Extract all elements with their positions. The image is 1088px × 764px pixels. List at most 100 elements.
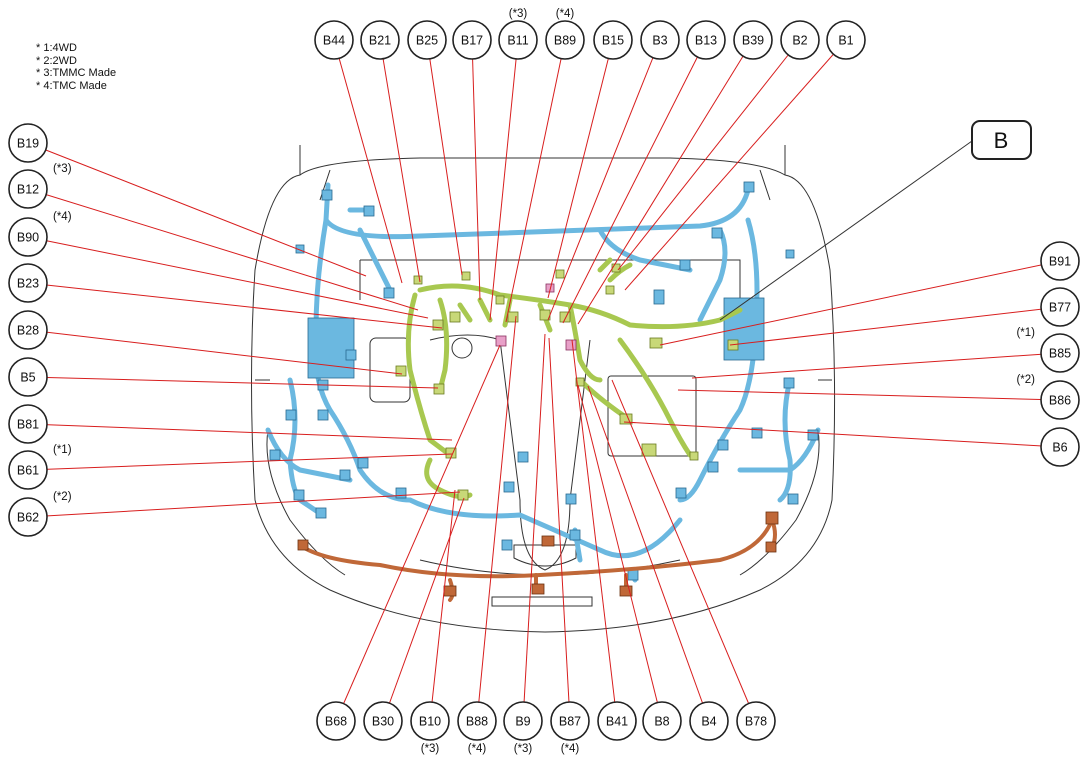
connector-b68[interactable]: B68 (316, 701, 356, 741)
connector-bubble[interactable] (642, 701, 682, 741)
connector-bubble[interactable] (545, 20, 585, 60)
connector-b19[interactable]: B19 (8, 123, 48, 163)
connector-bubble[interactable] (8, 123, 48, 163)
leader-line-b25 (426, 39, 463, 276)
connector-bubble[interactable] (640, 20, 680, 60)
connector-b87[interactable]: B87(*4) (550, 701, 590, 755)
connector-label: B87 (559, 715, 581, 729)
connector-b10[interactable]: B10(*3) (410, 701, 450, 755)
connector-bubble[interactable] (410, 701, 450, 741)
connector-b13[interactable]: B13 (686, 20, 726, 60)
connector-bubble[interactable] (8, 217, 48, 257)
connector-label: B23 (17, 277, 39, 291)
connector-b3[interactable]: B3 (640, 20, 680, 60)
connector-b81[interactable]: B81 (8, 404, 48, 444)
connector-b78[interactable]: B78 (736, 701, 776, 741)
connector-bubble[interactable] (1040, 427, 1080, 467)
connector-bubble[interactable] (8, 404, 48, 444)
connector-label: B62 (17, 511, 39, 525)
connector-label: B5 (20, 371, 35, 385)
connector-bubble[interactable] (8, 497, 48, 537)
connector-bubble[interactable] (1040, 333, 1080, 373)
leader-line-b21 (379, 39, 421, 283)
connector-b21[interactable]: B21 (360, 20, 400, 60)
connector-bubble[interactable] (593, 20, 633, 60)
connector-b61[interactable]: B61(*1) (8, 444, 72, 490)
connector-label: B3 (652, 34, 667, 48)
leader-line-b6 (623, 421, 1061, 448)
connector-b17[interactable]: B17 (452, 20, 492, 60)
view-label: B (994, 128, 1009, 153)
view-callout: B (719, 120, 1032, 321)
connector-bubble[interactable] (407, 20, 447, 60)
connector-bubble[interactable] (314, 20, 354, 60)
connector-bubble[interactable] (316, 701, 356, 741)
connector-bubble[interactable] (826, 20, 866, 60)
connector-bubble[interactable] (363, 701, 403, 741)
connector-b9[interactable]: B9(*3) (503, 701, 543, 755)
connector-b8[interactable]: B8 (642, 701, 682, 741)
connector-b2[interactable]: B2 (780, 20, 820, 60)
connector-b4[interactable]: B4 (689, 701, 729, 741)
vehicle-outline (251, 145, 836, 633)
connector-label: B2 (792, 34, 807, 48)
connector-label: B19 (17, 137, 39, 151)
connector-b88[interactable]: B88(*4) (457, 701, 497, 755)
connector-b12[interactable]: B12(*3) (8, 163, 72, 209)
connector-bubble[interactable] (8, 357, 48, 397)
connector-b1[interactable]: B1 (826, 20, 866, 60)
connector-bubble[interactable] (457, 701, 497, 741)
connector-bubble[interactable] (597, 701, 637, 741)
connector-bubble[interactable] (498, 20, 538, 60)
connector-label: B15 (602, 34, 624, 48)
connector-b6[interactable]: B6 (1040, 427, 1080, 467)
connector-b77[interactable]: B77 (1040, 287, 1080, 327)
connector-b62[interactable]: B62(*2) (8, 491, 72, 537)
connector-bubble[interactable] (8, 263, 48, 303)
leader-line-b28 (27, 329, 403, 375)
connector-bubble[interactable] (360, 20, 400, 60)
connector-label: B25 (416, 34, 438, 48)
connector-label: B10 (419, 715, 441, 729)
connector-b91[interactable]: B91 (1040, 241, 1080, 281)
connector-b44[interactable]: B44 (314, 20, 354, 60)
connector-note: (*4) (556, 8, 575, 20)
connector-bubble[interactable] (736, 701, 776, 741)
connector-bubble[interactable] (452, 20, 492, 60)
connector-b39[interactable]: B39 (733, 20, 773, 60)
connector-bubble[interactable] (1040, 241, 1080, 281)
connector-bubble[interactable] (1040, 380, 1080, 420)
connector-bubble[interactable] (689, 701, 729, 741)
connector-label: B6 (1052, 441, 1067, 455)
connector-b25[interactable]: B25 (407, 20, 447, 60)
leader-line-b10 (429, 489, 456, 722)
connector-bubble[interactable] (8, 169, 48, 209)
connector-bubble[interactable] (503, 701, 543, 741)
connector-b11[interactable]: B11(*3) (498, 8, 538, 60)
connector-label: B91 (1049, 255, 1071, 269)
connector-bubble[interactable] (8, 450, 48, 490)
connector-bubble[interactable] (8, 310, 48, 350)
connector-b5[interactable]: B5 (8, 357, 48, 397)
leader-line-b12 (27, 188, 419, 311)
connector-b41[interactable]: B41 (597, 701, 637, 741)
connector-bubble[interactable] (780, 20, 820, 60)
connector-b86[interactable]: B86(*2) (1016, 374, 1080, 420)
connector-b30[interactable]: B30 (363, 701, 403, 741)
leader-line-b91 (659, 260, 1061, 346)
connector-b89[interactable]: B89(*4) (545, 8, 585, 60)
connector-b23[interactable]: B23 (8, 263, 48, 303)
connector-bubble[interactable] (686, 20, 726, 60)
leader-line-b13 (562, 39, 707, 324)
connector-b15[interactable]: B15 (593, 20, 633, 60)
connector-bubble[interactable] (733, 20, 773, 60)
leader-line-b87 (548, 337, 571, 722)
connector-label: B85 (1049, 347, 1071, 361)
connector-b90[interactable]: B90(*4) (8, 211, 72, 257)
connector-b28[interactable]: B28 (8, 310, 48, 350)
connector-label: B21 (369, 34, 391, 48)
connector-b85[interactable]: B85(*1) (1016, 327, 1080, 373)
connector-bubble[interactable] (550, 701, 590, 741)
connector-bubble[interactable] (1040, 287, 1080, 327)
